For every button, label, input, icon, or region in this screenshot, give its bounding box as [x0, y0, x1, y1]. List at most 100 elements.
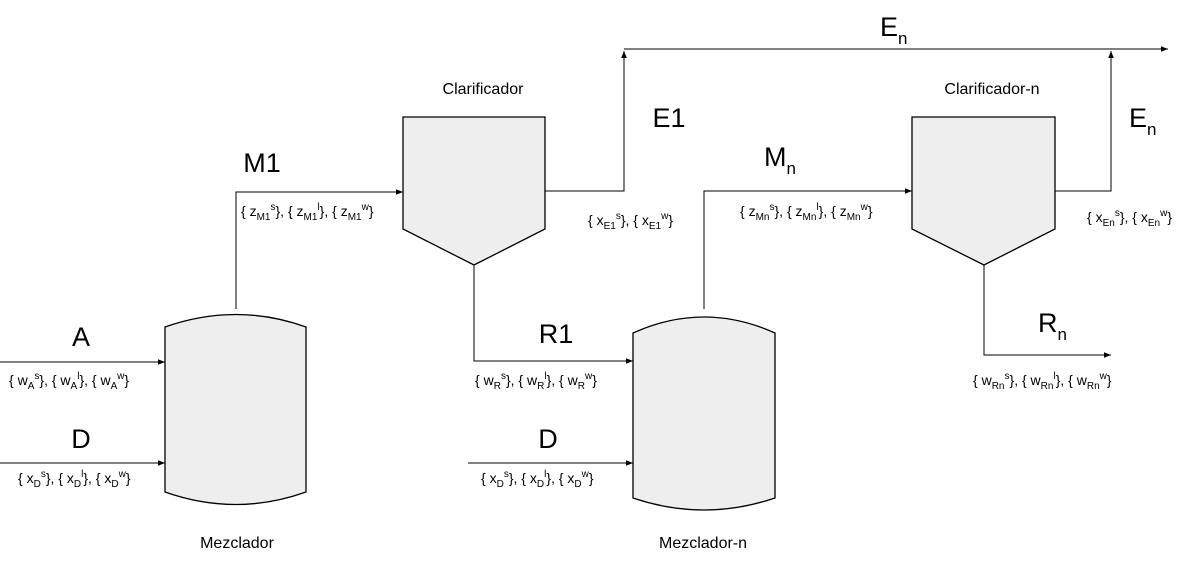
composition-symbol: x	[104, 470, 111, 486]
composition-brace: }	[621, 212, 626, 228]
clarificador-label: Clarificador	[443, 81, 525, 98]
composition-superscript: l	[77, 371, 79, 382]
composition-brace: }	[668, 212, 673, 228]
composition-brace: }	[320, 203, 325, 219]
composition-brace: {	[1087, 209, 1096, 225]
composition-subscript: En	[1148, 218, 1160, 229]
composition-superscript: l	[544, 469, 546, 480]
stream-r1-line	[473, 265, 633, 364]
composition-brace: }	[1107, 372, 1112, 388]
composition-symbol: x	[567, 470, 574, 486]
composition-symbol: w	[17, 372, 29, 388]
composition-brace: }	[509, 470, 514, 486]
stream-en-top-label: En	[880, 12, 907, 48]
composition-symbol: w	[567, 372, 579, 388]
composition-brace: , {	[51, 470, 67, 486]
composition-symbol: x	[1096, 209, 1103, 225]
stream-a-label: A	[72, 322, 90, 352]
composition-superscript: l	[1053, 371, 1055, 382]
composition-symbol: z	[840, 203, 847, 219]
composition-superscript: w	[660, 211, 669, 222]
composition-symbol: w	[1076, 372, 1088, 388]
composition-superscript: l	[317, 202, 319, 213]
composition-superscript: w	[860, 202, 869, 213]
composition-brace: , {	[1014, 372, 1030, 388]
composition-brace: , {	[551, 470, 567, 486]
composition-brace: , {	[551, 372, 567, 388]
composition-symbol: x	[490, 470, 497, 486]
composition-superscript: s	[1005, 371, 1010, 382]
composition-symbol: z	[250, 203, 257, 219]
composition-brace: {	[481, 470, 490, 486]
composition-brace: }	[868, 203, 873, 219]
stream-d1-label: D	[71, 424, 91, 454]
composition-brace: {	[241, 203, 250, 219]
composition-superscript: w	[361, 202, 370, 213]
composition-superscript: s	[504, 469, 509, 480]
composition-xd2: { xDs}, { xDl}, { xDw}	[481, 469, 594, 490]
stream-m1-label: M1	[243, 148, 281, 178]
stream-en-side-label: En	[1129, 103, 1156, 139]
composition-symbol: w	[981, 372, 993, 388]
composition-brace: , {	[823, 203, 839, 219]
composition-subscript: Rn	[1087, 381, 1100, 392]
composition-subscript: D	[74, 479, 81, 490]
composition-symbol: x	[530, 470, 537, 486]
composition-brace: {	[475, 372, 484, 388]
composition-subscript: Rn	[1041, 381, 1054, 392]
stream-rn-label: Rn	[1038, 308, 1067, 344]
composition-brace: , {	[514, 470, 530, 486]
composition-subscript: M1	[257, 212, 271, 223]
composition-subscript: R	[494, 381, 501, 392]
composition-superscript: w	[116, 371, 125, 382]
composition-superscript: s	[41, 469, 46, 480]
stream-en-line	[1055, 51, 1114, 192]
stream-e1-line	[545, 51, 627, 192]
composition-subscript: A	[28, 381, 35, 392]
composition-superscript: s	[769, 202, 774, 213]
composition-brace: }	[592, 372, 597, 388]
composition-subscript: Mn	[847, 212, 861, 223]
composition-brace: }	[275, 203, 280, 219]
composition-brace: }	[589, 470, 594, 486]
composition-brace: , {	[280, 203, 296, 219]
composition-symbol: w	[1030, 372, 1042, 388]
composition-symbol: x	[1141, 209, 1148, 225]
composition-subscript: En	[1103, 218, 1115, 229]
composition-brace: }	[46, 470, 51, 486]
composition-subscript: R	[578, 381, 585, 392]
composition-symbol: z	[297, 203, 304, 219]
composition-subscript: D	[574, 479, 581, 490]
composition-wa: { wAs}, { wAl}, { wAw}	[9, 371, 129, 392]
stream-mn-line	[703, 188, 912, 309]
composition-symbol: z	[749, 203, 756, 219]
composition-subscript: Mn	[756, 212, 770, 223]
composition-brace: }	[1056, 372, 1061, 388]
stream-m1-line	[235, 189, 403, 309]
composition-xe1: { xE1s}, { xE1w}	[588, 211, 673, 232]
mezclador-n-vessel	[632, 316, 776, 511]
composition-brace: }	[79, 372, 84, 388]
composition-superscript: s	[616, 211, 621, 222]
clarificador-vessel	[402, 116, 546, 266]
composition-symbol: w	[483, 372, 495, 388]
composition-superscript: s	[34, 371, 39, 382]
stream-mn-label: Mn	[764, 142, 796, 178]
composition-subscript: D	[34, 479, 41, 490]
composition-zm1: { zM1s}, { zM1l}, { zM1w}	[241, 202, 374, 223]
composition-superscript: w	[1159, 208, 1168, 219]
composition-superscript: w	[581, 469, 590, 480]
composition-superscript: s	[270, 202, 275, 213]
composition-brace: , {	[88, 470, 104, 486]
composition-brace: {	[740, 203, 749, 219]
composition-wrn: { wRns}, { wRnl}, { wRnw}	[973, 371, 1112, 392]
composition-brace: }	[819, 203, 824, 219]
stream-rn-line	[983, 265, 1111, 358]
stream-r1-label: R1	[539, 319, 574, 349]
mezclador-n-label: Mezclador-n	[659, 535, 747, 552]
composition-superscript: w	[118, 469, 127, 480]
composition-subscript: R	[537, 381, 544, 392]
composition-brace: , {	[779, 203, 795, 219]
composition-brace: , {	[324, 203, 340, 219]
